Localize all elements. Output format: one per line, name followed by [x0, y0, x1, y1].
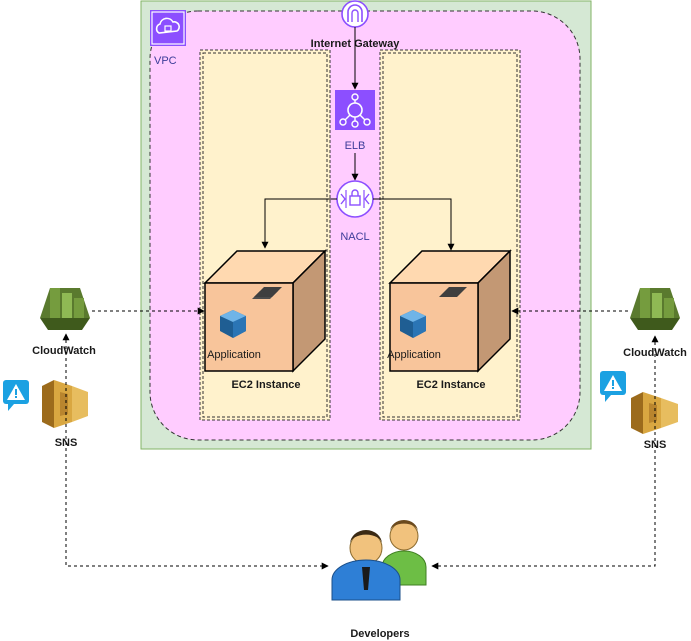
alert-icon-left: [3, 380, 29, 411]
cloudwatch-label-left: CloudWatch: [32, 345, 96, 357]
application-icon-right: [400, 310, 426, 338]
cloudwatch-icon-right: [630, 288, 680, 330]
internet-gateway-icon: [341, 0, 369, 28]
nacl-to-ec2-left-arrow: [261, 198, 337, 249]
ec2-instance-label-left: EC2 Instance: [231, 379, 300, 391]
vpc-label: VPC: [154, 55, 177, 67]
vpc-icon: [150, 10, 186, 46]
nacl-to-ec2-right-arrow: [373, 198, 455, 251]
cloudwatch-icon-left: [40, 288, 90, 330]
elb-icon: [335, 90, 375, 130]
developers-label: Developers: [350, 628, 409, 640]
alert-icon-right: [600, 371, 626, 402]
nacl-label: NACL: [340, 231, 369, 243]
developers-icon: [331, 520, 427, 601]
nacl-icon: [336, 180, 374, 218]
sns-right-to-developers-arrow: [431, 335, 659, 570]
elb-label: ELB: [345, 140, 366, 152]
application-icon-left: [220, 310, 246, 338]
ec2-instance-label-right: EC2 Instance: [416, 379, 485, 391]
application-label-left: Application: [207, 349, 261, 361]
application-label-right: Application: [387, 349, 441, 361]
sns-icon-left: [42, 380, 88, 428]
